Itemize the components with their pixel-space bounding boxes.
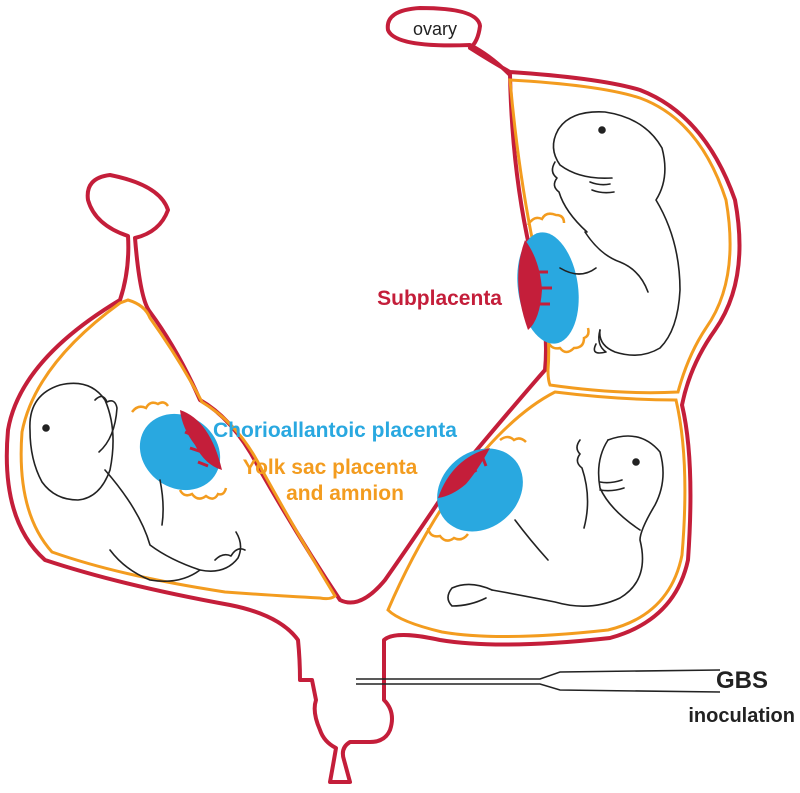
upper-right-yolk-sac (526, 212, 590, 354)
needle (356, 669, 721, 693)
left-placenta (131, 401, 228, 500)
label-inoculation: inoculation (688, 705, 795, 727)
label-chorioallantoic: Chorioallantoic placenta (213, 419, 457, 442)
left-subplacenta (180, 410, 222, 470)
left-pup-eye (42, 424, 50, 432)
left-amnion (19, 298, 337, 601)
uterus-outer-wall (4, 6, 742, 784)
upper-right-subplacenta (518, 240, 542, 330)
pups (29, 111, 681, 607)
left-pup (29, 382, 246, 583)
lower-right-placenta (426, 435, 527, 542)
lower-right-yolk-sac (426, 435, 527, 542)
uterus (4, 6, 742, 784)
label-yolk-sac-line2: and amnion (286, 482, 404, 505)
needle-shaft (356, 669, 721, 680)
label-gbs: GBS (716, 667, 768, 694)
lower-right-pup (447, 435, 664, 607)
upper-right-placenta (517, 212, 590, 354)
label-subplacenta: Subplacenta (377, 287, 502, 310)
lower-right-pup-eye (632, 458, 640, 466)
upper-right-pup-eye (598, 126, 606, 134)
left-yolk-sac (131, 401, 228, 500)
label-ovary: ovary (413, 19, 457, 39)
lower-right-subplacenta (438, 448, 490, 498)
upper-right-pup (551, 111, 681, 356)
label-yolk-sac-line1: Yolk sac placenta (243, 456, 418, 479)
membranes (19, 78, 732, 639)
